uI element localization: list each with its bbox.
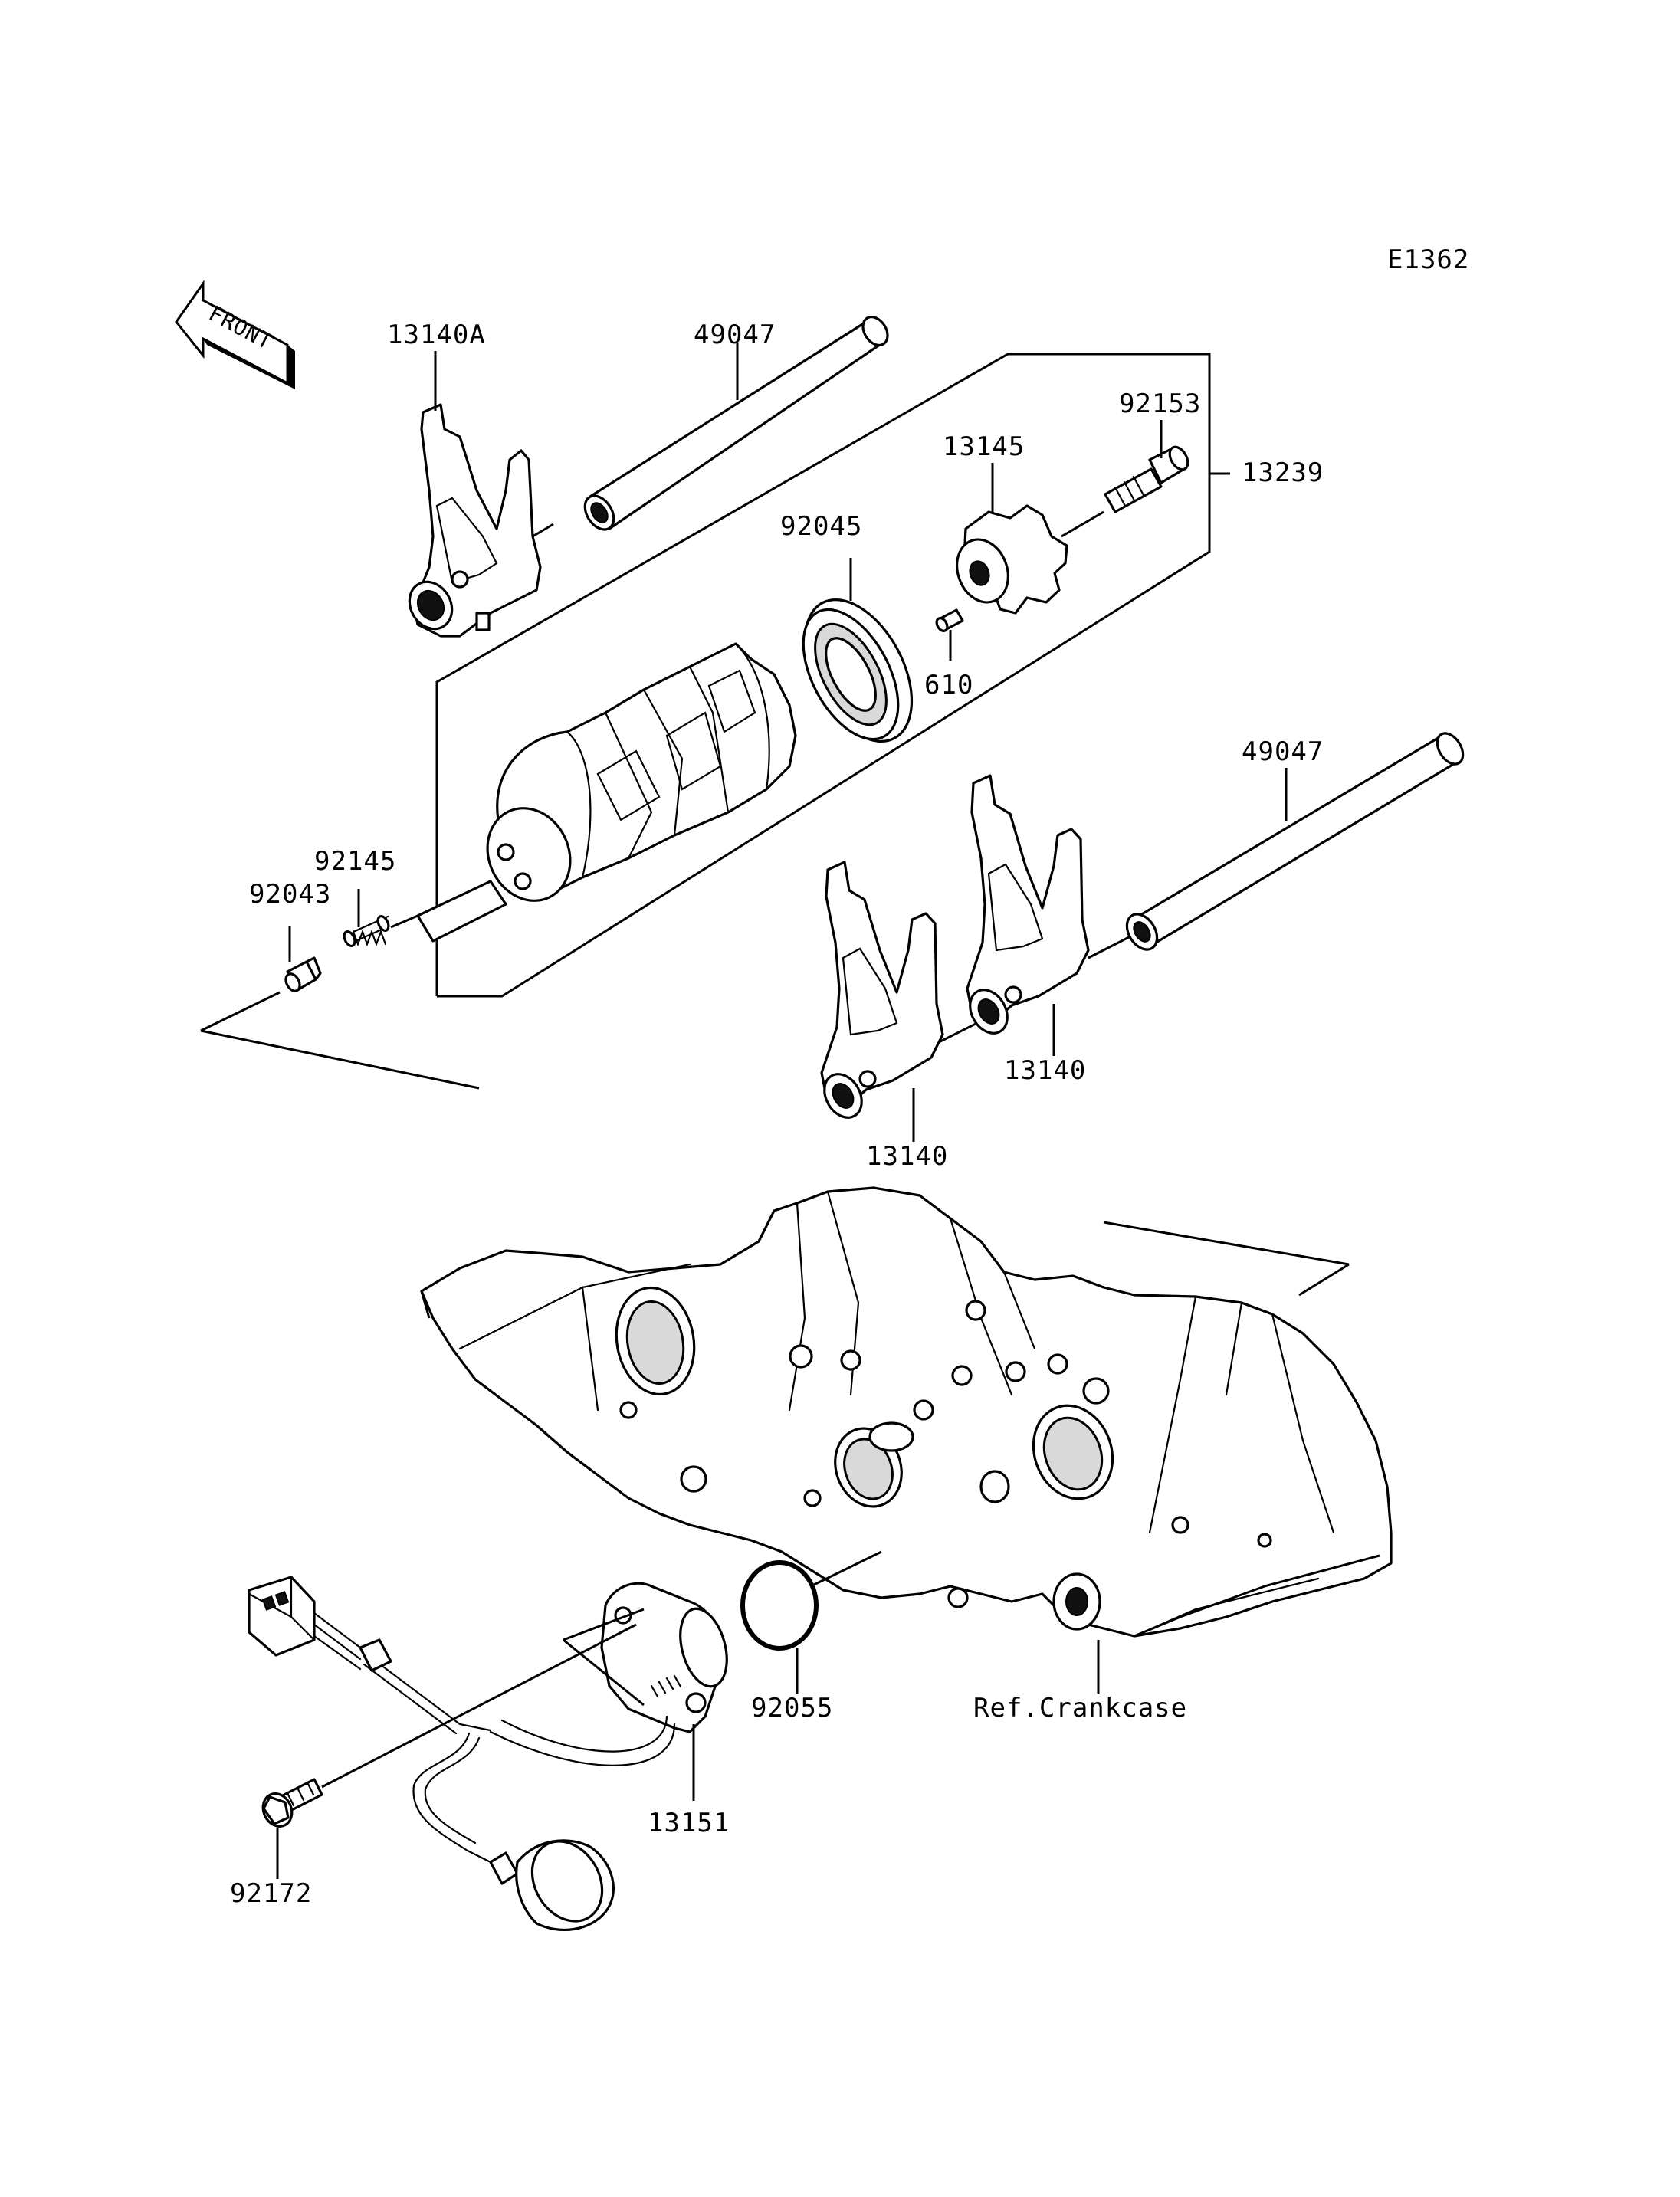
o-ring-92055 (740, 1550, 882, 1694)
front-arrow-icon: FRONT (175, 280, 295, 389)
gear-position-sensor-13151 (248, 1576, 728, 1932)
reference-line-upper (200, 991, 480, 1090)
shift-shaft-lower (1088, 732, 1465, 959)
bolt-92153 (1061, 420, 1189, 538)
callout-13145: 13145 (943, 431, 1025, 462)
shift-fork-13140-right (966, 774, 1090, 1056)
bolt-92172 (261, 1623, 637, 1879)
callout-49047-lower: 49047 (1242, 736, 1324, 767)
shift-drum (416, 642, 797, 943)
callout-92145: 92145 (314, 846, 396, 877)
callout-13140-left: 13140 (866, 1141, 948, 1172)
callout-13140-right: 13140 (1004, 1055, 1086, 1086)
shift-drum-cam-13145 (956, 463, 1068, 615)
callout-92055: 92055 (751, 1693, 833, 1723)
shift-fork-13140-left (820, 861, 978, 1142)
callout-13140a: 13140A (387, 320, 486, 350)
callout-13151: 13151 (648, 1808, 730, 1838)
plunger-92043 (284, 926, 322, 992)
crankcase (420, 1186, 1393, 1694)
bearing-92045 (802, 558, 914, 743)
callout-92045: 92045 (780, 511, 862, 542)
callout-92172: 92172 (230, 1878, 312, 1909)
diagram-id: E1362 (1387, 244, 1469, 275)
pin-610 (935, 608, 964, 661)
spring-92145 (343, 889, 418, 948)
assembly-13239-outline (435, 353, 1230, 998)
callout-ref-crankcase: Ref.Crankcase (973, 1693, 1187, 1723)
reference-line-crankcase (420, 1221, 1350, 1319)
callout-49047-upper: 49047 (694, 320, 776, 350)
callout-92043: 92043 (249, 879, 331, 910)
callout-610: 610 (924, 670, 973, 700)
shift-fork-13140a (408, 351, 554, 638)
shift-shaft-upper (583, 315, 889, 531)
callout-92153: 92153 (1119, 389, 1201, 419)
callout-13239: 13239 (1242, 457, 1324, 488)
